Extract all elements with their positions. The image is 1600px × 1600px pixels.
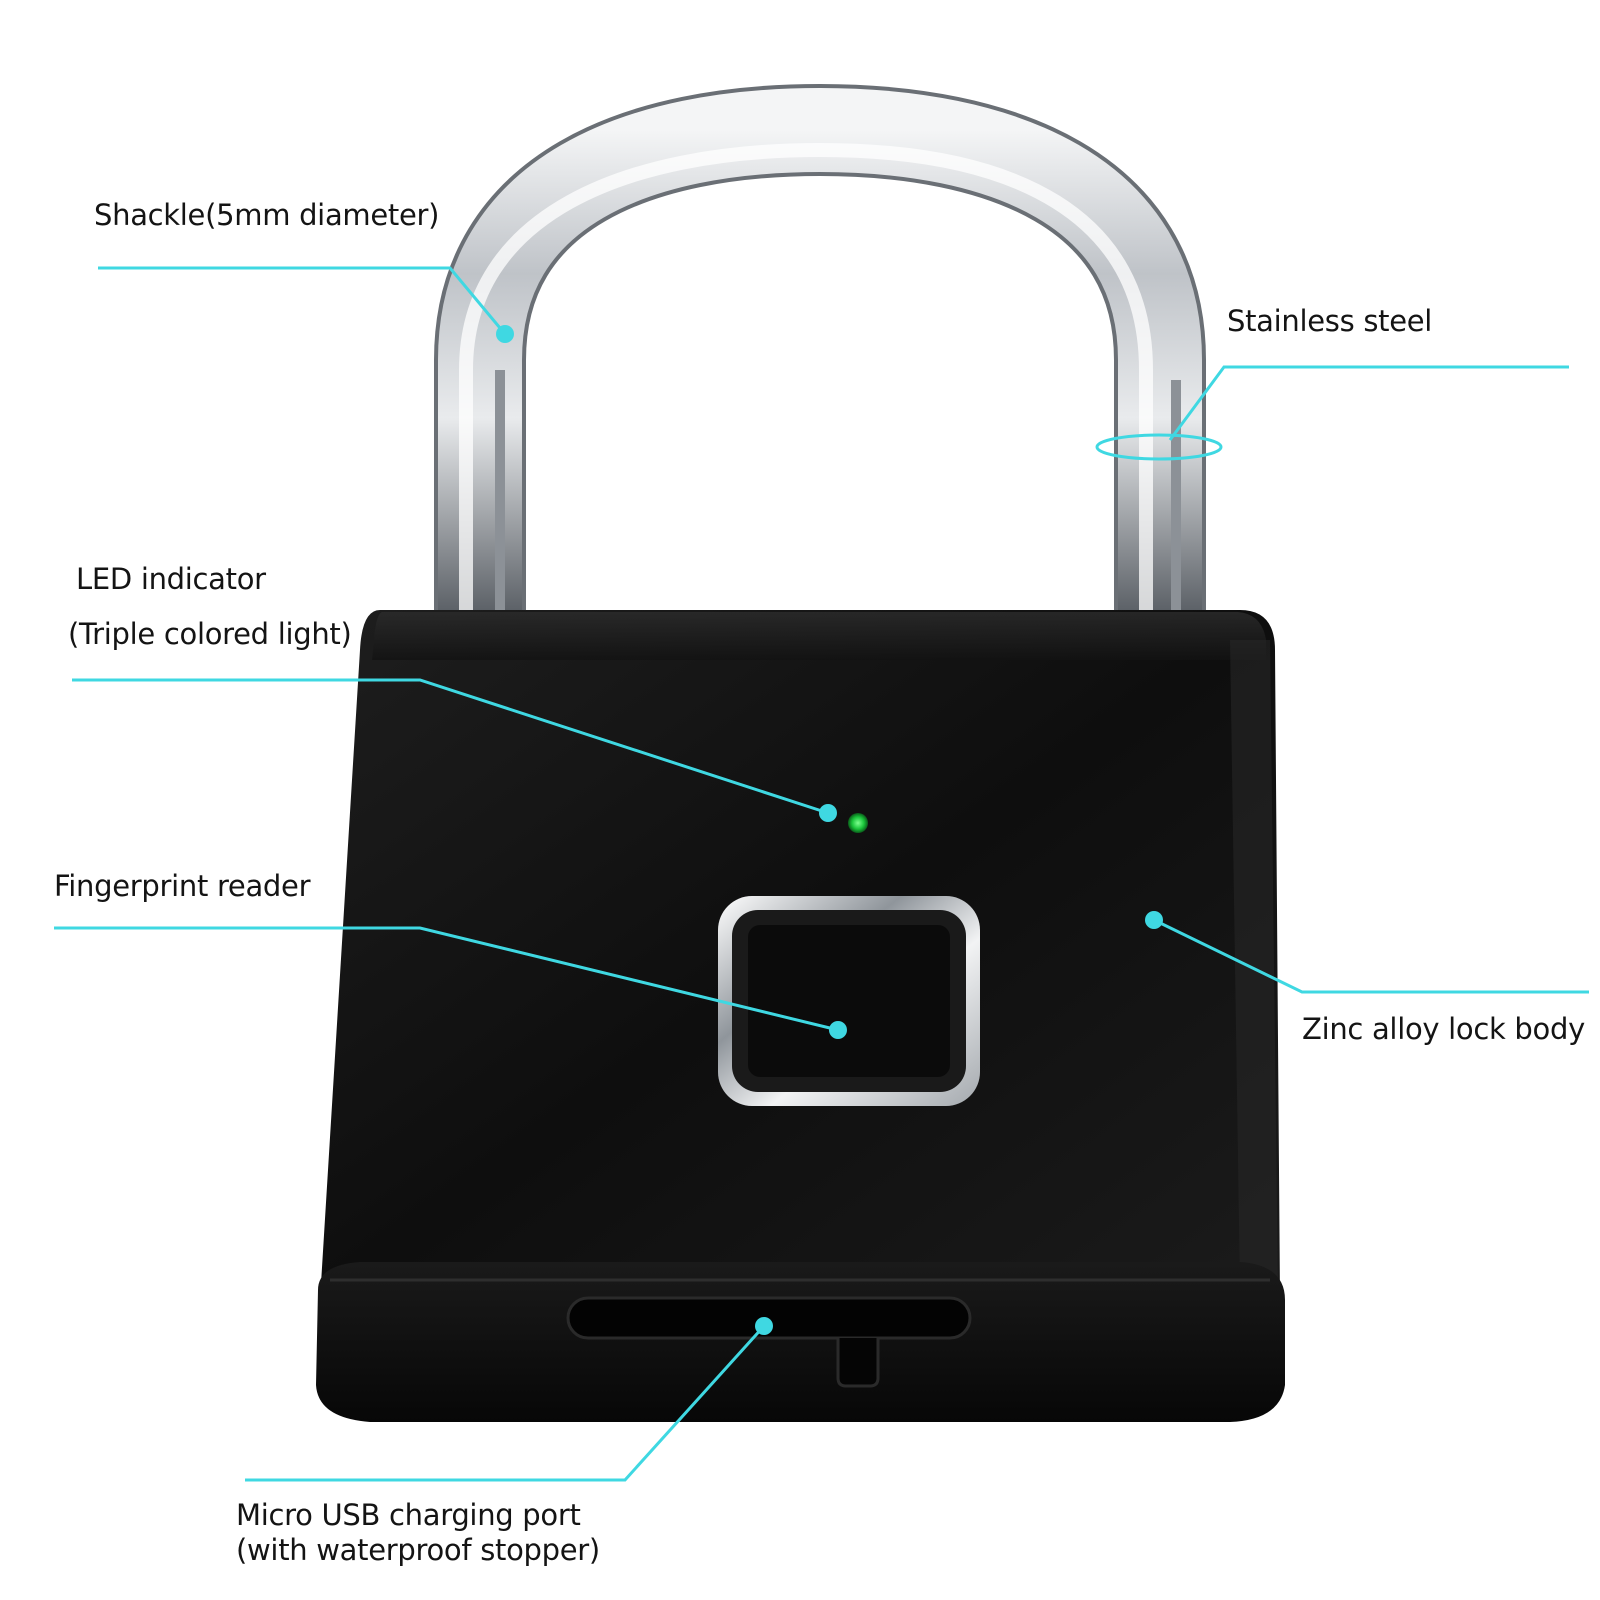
- callout-dot-body: [1145, 911, 1163, 929]
- callout-label-led-indicator: LED indicator: [76, 562, 266, 596]
- shackle: [434, 83, 1206, 610]
- callout-dots: [496, 325, 1163, 1335]
- callout-line-stainless: [1168, 365, 1569, 441]
- callout-label-shackle: Shackle(5mm diameter): [94, 198, 440, 232]
- callout-label-fingerprint-reader: Fingerprint reader: [54, 869, 311, 903]
- fingerprint-reader: [718, 896, 980, 1106]
- led-indicator-light: [848, 813, 868, 833]
- callout-lines: [54, 266, 1589, 1482]
- stainless-ring-marker: [1095, 433, 1223, 461]
- callout-line-usb: [245, 1324, 766, 1482]
- callout-label-lock-body: Zinc alloy lock body: [1302, 1012, 1585, 1046]
- callout-line-led: [72, 678, 829, 815]
- callout-line-shackle: [98, 266, 507, 335]
- callout-label-usb-port: Micro USB charging port: [236, 1498, 581, 1532]
- callout-dot-shackle: [496, 325, 514, 343]
- callout-line-fingerprint: [54, 926, 839, 1032]
- callout-line-body: [1153, 918, 1589, 994]
- callout-label-led-subtitle: (Triple colored light): [68, 617, 352, 651]
- callout-dot-fingerprint: [829, 1021, 847, 1039]
- callout-label-usb-subtitle: (with waterproof stopper): [236, 1533, 600, 1567]
- callout-label-stainless-steel: Stainless steel: [1227, 304, 1433, 338]
- callout-dot-usb: [755, 1317, 773, 1335]
- callout-dot-led: [819, 804, 837, 822]
